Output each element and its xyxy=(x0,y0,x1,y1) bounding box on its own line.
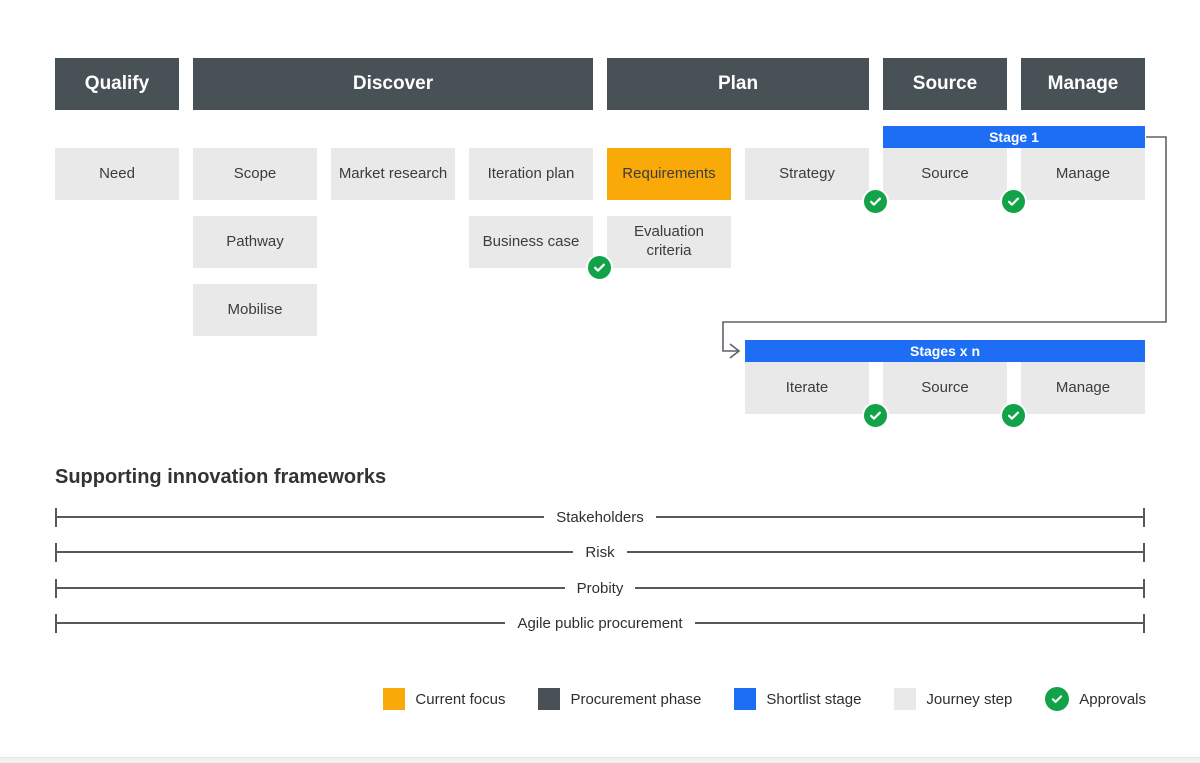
line-end-tick xyxy=(1143,542,1146,562)
framework-line xyxy=(635,587,1143,589)
procurement-phase-swatch-icon xyxy=(538,688,561,710)
legend-procurement-phase: Procurement phase xyxy=(538,688,701,710)
step-iteration-plan: Iteration plan xyxy=(469,148,593,200)
approval-check-icon xyxy=(1045,687,1070,711)
line-end-tick xyxy=(1143,578,1145,598)
legend-label: Journey step xyxy=(926,690,1013,708)
approval-check-icon xyxy=(1000,402,1027,429)
step-stage1-source: Source xyxy=(883,148,1007,200)
framework-label: Risk xyxy=(585,543,615,561)
framework-label: Stakeholders xyxy=(556,508,644,526)
framework-line xyxy=(626,551,1144,553)
approval-check-icon xyxy=(862,188,889,215)
framework-line xyxy=(694,622,1143,624)
legend-approvals: Approvals xyxy=(1045,687,1146,711)
framework-stakeholders: Stakeholders xyxy=(55,507,1145,527)
step-stagesn-manage: Manage xyxy=(1021,362,1145,414)
framework-line xyxy=(57,587,565,589)
shortlist-stage-swatch-icon xyxy=(734,688,757,710)
approval-check-icon xyxy=(1000,188,1027,215)
current-focus-swatch-icon xyxy=(383,688,406,710)
step-requirements-current-focus: Requirements xyxy=(607,148,731,200)
stage1-bar: Stage 1 xyxy=(883,126,1145,148)
step-stagesn-iterate: Iterate xyxy=(745,362,869,414)
line-end-tick xyxy=(1143,613,1145,633)
legend-label: Current focus xyxy=(415,690,506,708)
approval-check-icon xyxy=(862,402,889,429)
framework-line xyxy=(655,516,1143,518)
line-end-tick xyxy=(55,578,57,598)
framework-line xyxy=(57,516,545,518)
legend-shortlist-stage: Shortlist stage xyxy=(734,688,861,710)
legend-label: Approvals xyxy=(1079,690,1146,708)
phase-qualify: Qualify xyxy=(55,58,179,110)
legend: Current focus Procurement phase Shortlis… xyxy=(55,687,1146,711)
step-scope: Scope xyxy=(193,148,317,200)
step-stagesn-source: Source xyxy=(883,362,1007,414)
legend-label: Procurement phase xyxy=(570,690,702,708)
journey-step-swatch-icon xyxy=(894,688,917,710)
line-end-tick xyxy=(55,542,57,562)
step-market-research: Market research xyxy=(331,148,455,200)
legend-label: Shortlist stage xyxy=(766,690,862,708)
stages-xn-bar: Stages x n xyxy=(745,340,1145,362)
step-stage1-manage: Manage xyxy=(1021,148,1145,200)
phase-source: Source xyxy=(883,58,1007,110)
phase-plan: Plan xyxy=(607,58,869,110)
legend-journey-step: Journey step xyxy=(894,688,1012,710)
line-end-tick xyxy=(1143,507,1145,527)
phase-discover: Discover xyxy=(193,58,593,110)
framework-label: Agile public procurement xyxy=(517,614,683,632)
line-end-tick xyxy=(55,507,57,527)
step-evaluation-criteria: Evaluation criteria xyxy=(607,216,731,268)
step-pathway: Pathway xyxy=(193,216,317,268)
step-need: Need xyxy=(55,148,179,200)
line-end-tick xyxy=(55,613,57,633)
legend-current-focus: Current focus xyxy=(383,688,505,710)
step-business-case: Business case xyxy=(469,216,593,268)
approval-check-icon xyxy=(586,254,613,281)
step-mobilise: Mobilise xyxy=(193,284,317,336)
framework-line xyxy=(57,622,506,624)
step-strategy: Strategy xyxy=(745,148,869,200)
frameworks-heading: Supporting innovation frameworks xyxy=(55,466,387,488)
framework-line xyxy=(57,551,574,553)
phase-manage: Manage xyxy=(1021,58,1145,110)
framework-agile-public-procurement: Agile public procurement xyxy=(55,613,1145,633)
framework-probity: Probity xyxy=(55,578,1145,598)
framework-label: Probity xyxy=(576,579,624,597)
framework-risk: Risk xyxy=(55,542,1146,562)
page-bottom-divider xyxy=(0,757,1200,763)
